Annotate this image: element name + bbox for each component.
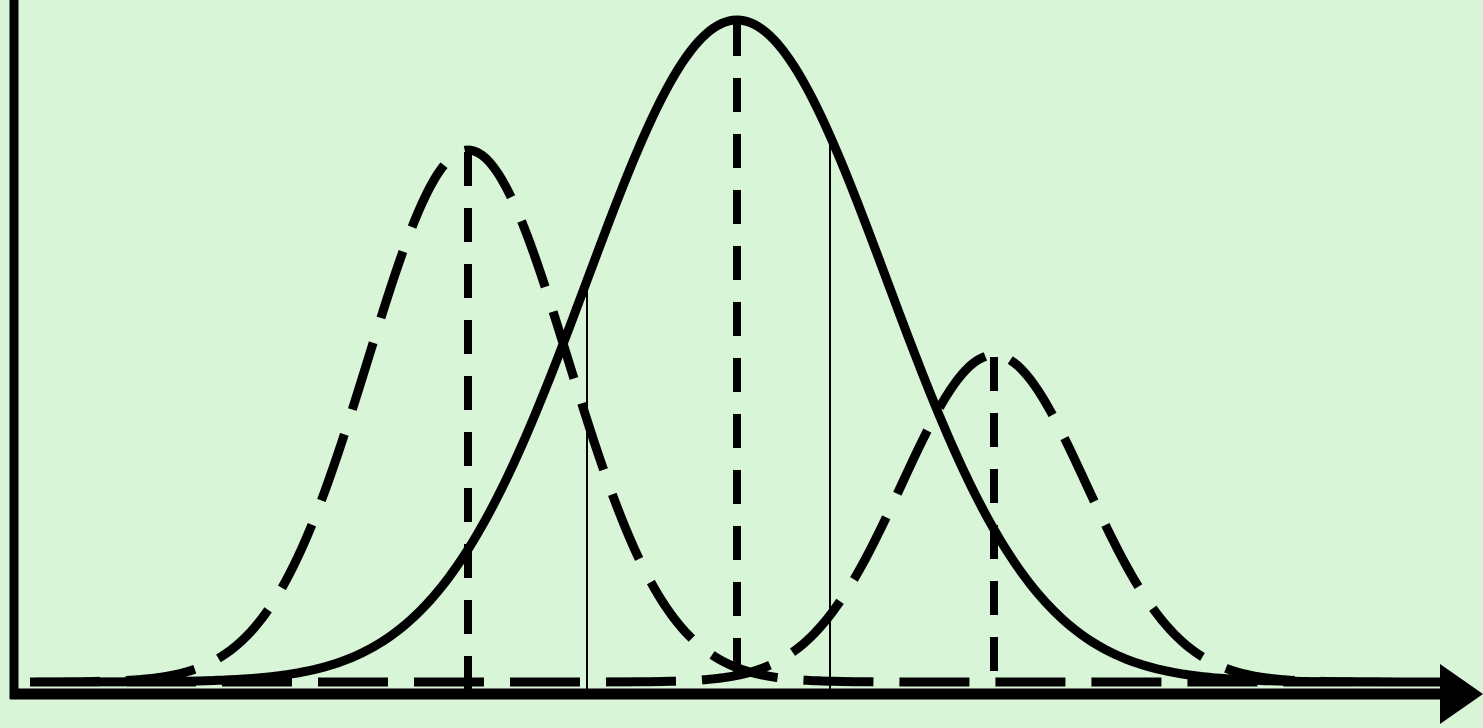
curves-layer (29, 15, 1459, 687)
axes-layer (9, 0, 1483, 724)
x-axis-arrow-icon (1440, 664, 1483, 724)
curve-right-dashed (29, 350, 1459, 687)
